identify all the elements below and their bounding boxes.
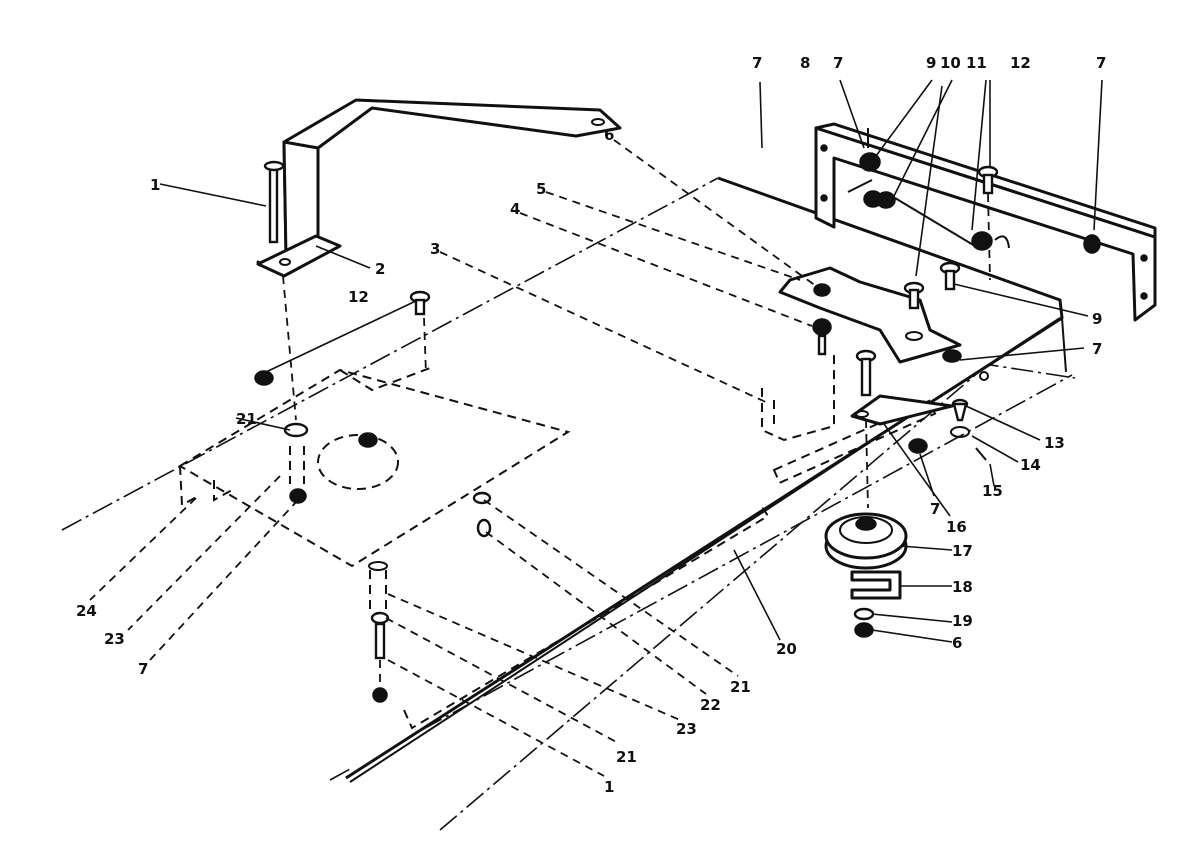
- callout-18: 18: [952, 578, 973, 596]
- callout-22: 22: [700, 696, 721, 714]
- pulley-bracket: [850, 570, 902, 638]
- hidden-slots: [403, 350, 937, 730]
- callout-7: 7: [833, 54, 843, 72]
- callout-14: 14: [1020, 456, 1041, 474]
- callout-19: 19: [952, 612, 973, 630]
- callout-16: 16: [946, 518, 967, 536]
- right-hardware: [903, 261, 989, 461]
- hidden-mounting-plate: [178, 367, 571, 568]
- callout-20: 20: [776, 640, 797, 658]
- callout-15: 15: [982, 482, 1003, 500]
- callout-17: 17: [952, 542, 973, 560]
- callout-5: 5: [536, 180, 546, 198]
- callout-23: 23: [104, 630, 125, 648]
- top-bracket: [256, 98, 622, 278]
- idler-plate: [778, 266, 962, 364]
- callout-8: 8: [800, 54, 810, 72]
- callout-21: 21: [616, 748, 637, 766]
- callout-1: 1: [604, 778, 614, 796]
- callouts: 1 2 3 4 5 6 7 8 7 9 10 11 12 7 12 9 7 13…: [76, 54, 1106, 796]
- callout-7: 7: [138, 660, 148, 678]
- callout-23: 23: [676, 720, 697, 738]
- callout-7: 7: [1092, 340, 1102, 358]
- callout-13: 13: [1044, 434, 1065, 452]
- callout-12: 12: [348, 288, 369, 306]
- callout-1: 1: [150, 176, 160, 194]
- callout-9: 9: [926, 54, 936, 72]
- bolt-12-upper: [977, 165, 999, 281]
- spring-assembly: [847, 128, 1010, 251]
- left-hardware: [254, 290, 492, 703]
- callout-4: 4: [510, 200, 520, 218]
- callout-12: 12: [1010, 54, 1031, 72]
- callout-3: 3: [430, 240, 440, 258]
- callout-21: 21: [236, 410, 257, 428]
- callout-24: 24: [76, 602, 97, 620]
- callout-6: 6: [604, 126, 614, 144]
- leader-lines: [89, 79, 1103, 777]
- callout-10: 10: [940, 54, 961, 72]
- callout-7: 7: [930, 500, 940, 518]
- pulley: [824, 512, 908, 570]
- pulley-arm: [850, 349, 954, 509]
- callout-21: 21: [730, 678, 751, 696]
- callout-9: 9: [1092, 310, 1102, 328]
- callout-7: 7: [752, 54, 762, 72]
- callout-11: 11: [966, 54, 987, 72]
- bolt-1: [263, 160, 297, 421]
- callout-6: 6: [952, 634, 962, 652]
- callout-7: 7: [1096, 54, 1106, 72]
- callout-2: 2: [375, 260, 385, 278]
